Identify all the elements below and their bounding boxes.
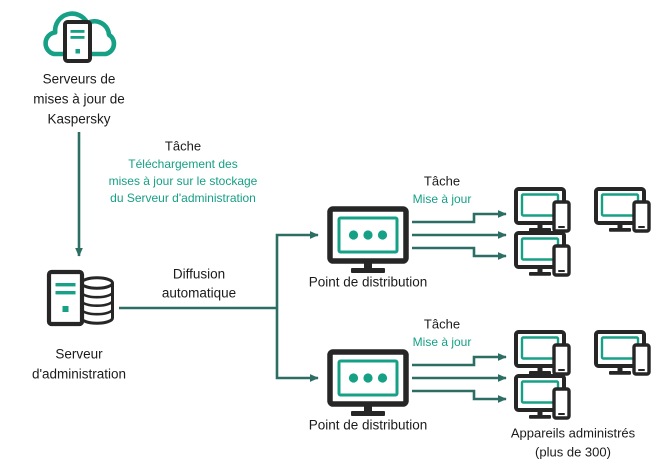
distribution-point-top-label: Point de distribution xyxy=(309,275,428,290)
device-cluster-top xyxy=(514,187,651,277)
node-admin-server: Serveur d'administration xyxy=(32,269,126,382)
update-arrow-top-1 xyxy=(412,210,507,224)
auto-distribution-label-line1: Diffusion xyxy=(173,267,225,282)
monitor-phone-icon xyxy=(514,374,571,420)
monitor-dots-icon xyxy=(327,349,409,416)
edge-auto-distribution: Diffusion automatique xyxy=(119,231,319,382)
node-distribution-point-top: Point de distribution xyxy=(309,206,428,290)
admin-server-label-line1: Serveur xyxy=(55,347,103,362)
distribution-point-bottom-label: Point de distribution xyxy=(309,418,428,433)
branch-to-distribution-point-bottom xyxy=(275,308,319,382)
download-task-title: Tâche xyxy=(165,138,201,153)
download-task-desc-line1: Téléchargement des xyxy=(128,157,237,171)
server-database-icon xyxy=(46,269,114,327)
update-task-bottom-desc: Mise à jour xyxy=(413,335,472,349)
download-task-desc-line2: mises à jour sur le stockage xyxy=(109,174,258,188)
update-arrow-bottom-1 xyxy=(412,353,507,367)
update-task-bottom-title: Tâche xyxy=(424,316,460,331)
admin-server-label-line2: d'administration xyxy=(32,367,126,382)
auto-distribution-label-line2: automatique xyxy=(162,286,236,301)
update-task-top-title: Tâche xyxy=(424,173,460,188)
download-task-desc-line3: du Serveur d'administration xyxy=(110,191,256,205)
edge-update-task-bottom: Tâche Mise à jour xyxy=(412,316,507,403)
update-servers-label-line3: Kaspersky xyxy=(47,112,110,127)
monitor-phone-icon xyxy=(514,231,571,277)
device-cluster-bottom: Appareils administrés (plus de 300) xyxy=(511,330,651,459)
cloud-server-icon xyxy=(43,11,117,63)
edge-update-task-top: Tâche Mise à jour xyxy=(412,173,507,260)
monitor-dots-icon xyxy=(327,206,409,273)
branch-to-distribution-point-top xyxy=(275,231,319,308)
monitor-phone-icon xyxy=(594,187,651,233)
update-task-top-desc: Mise à jour xyxy=(413,192,472,206)
update-arrow-bottom-3 xyxy=(412,389,507,403)
managed-devices-label-line2: (plus de 300) xyxy=(535,444,611,459)
update-servers-label-line1: Serveurs de xyxy=(43,72,116,87)
node-distribution-point-bottom: Point de distribution xyxy=(309,349,428,433)
monitor-phone-icon xyxy=(514,187,571,233)
monitor-phone-icon xyxy=(594,330,651,376)
edge-download-task: Tâche Téléchargement des mises à jour su… xyxy=(75,132,258,257)
update-arrow-top-3 xyxy=(412,246,507,260)
database-stack-icon xyxy=(80,276,114,325)
managed-devices-label-line1: Appareils administrés xyxy=(511,425,636,440)
update-servers-label-line2: mises à jour de xyxy=(33,92,125,107)
node-update-servers: Serveurs de mises à jour de Kaspersky xyxy=(33,11,125,127)
monitor-phone-icon xyxy=(514,330,571,376)
